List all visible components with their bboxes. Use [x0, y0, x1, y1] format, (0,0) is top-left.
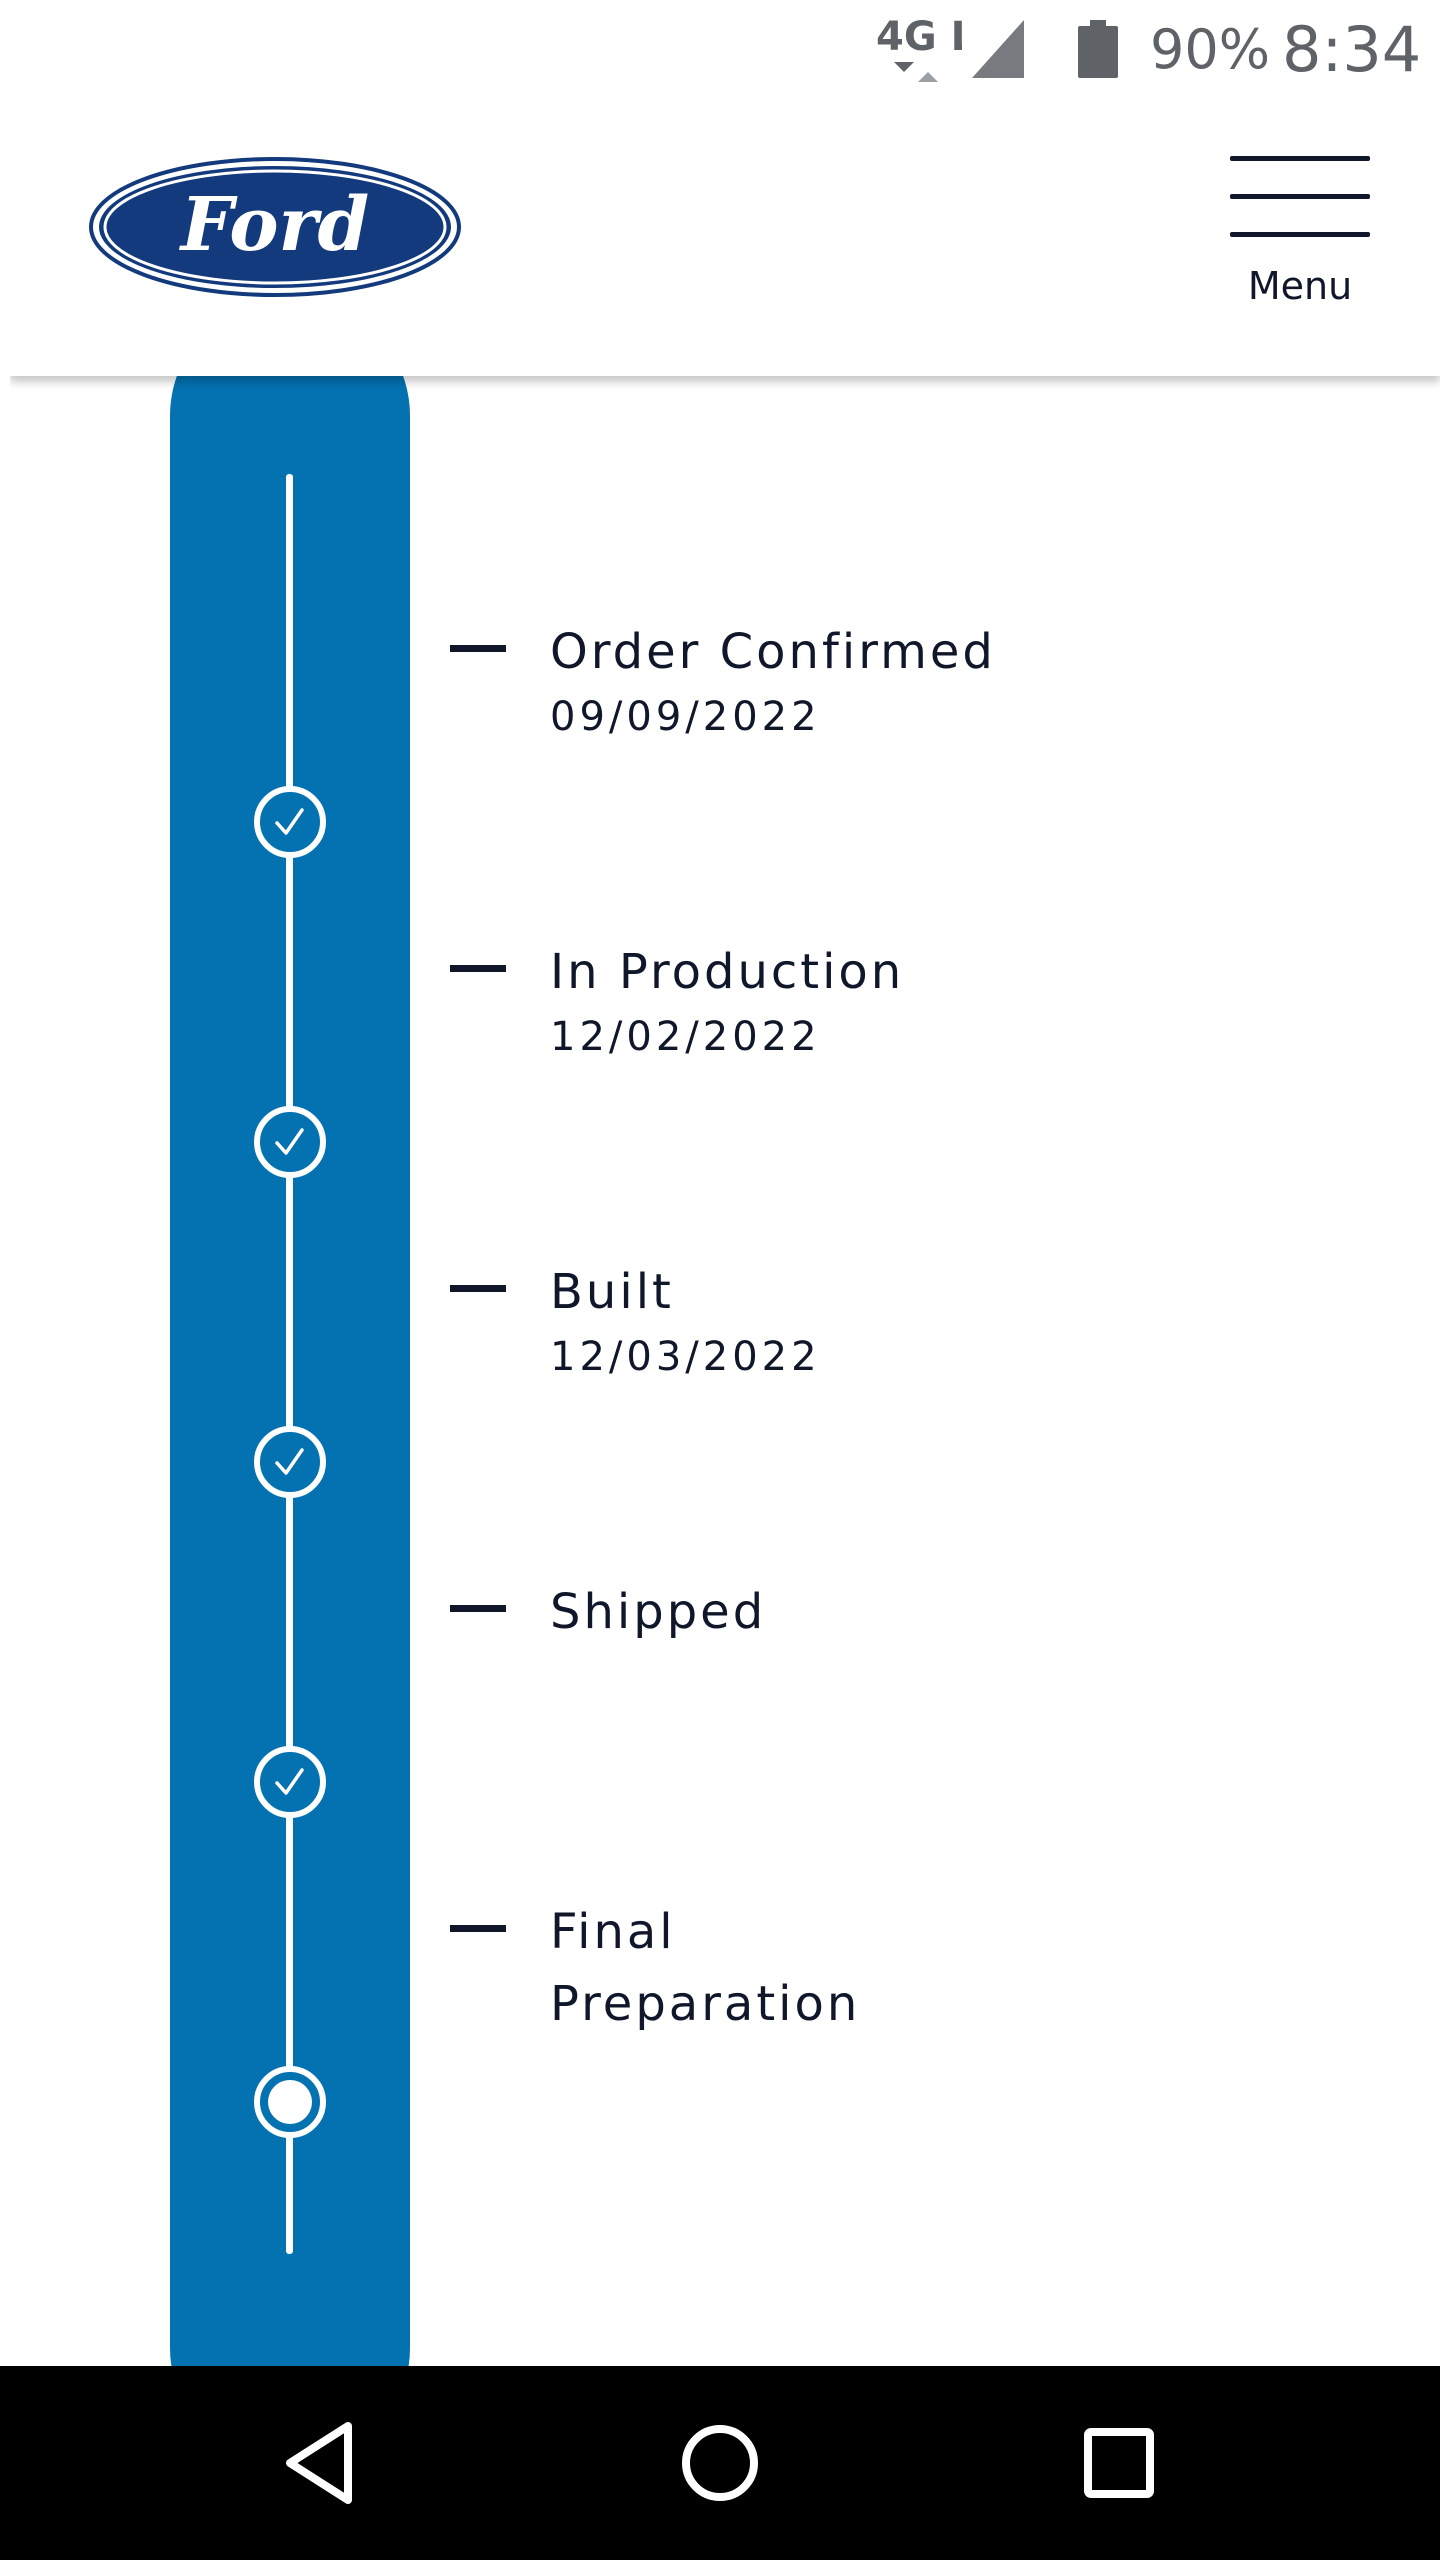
network-4g-lte-icon: 4G LTE [876, 14, 962, 82]
status-bar: 4G LTE 90% 8:34 [0, 0, 1440, 96]
svg-text:Ford: Ford [179, 182, 370, 268]
step-complete-check-icon [254, 1426, 326, 1498]
battery-percentage: 90% [1150, 18, 1271, 81]
back-icon[interactable] [266, 2408, 376, 2518]
step-dash [450, 1925, 506, 1932]
clock: 8:34 [1282, 13, 1422, 86]
step-title: Shipped [550, 1584, 767, 1640]
recents-icon[interactable] [1064, 2408, 1174, 2518]
step-date: 12/03/2022 [550, 1334, 821, 1380]
svg-text:4G LTE: 4G LTE [876, 14, 962, 60]
step-current-indicator-icon [254, 2066, 326, 2138]
step-dash [450, 965, 506, 972]
step-title: In Production [550, 944, 905, 1000]
step-dash [450, 1605, 506, 1612]
system-navigation-bar [0, 2366, 1440, 2560]
site-header: Ford Menu [10, 96, 1440, 376]
menu-button[interactable]: Menu [1210, 156, 1390, 316]
step-complete-check-icon [254, 1106, 326, 1178]
ford-logo[interactable]: Ford [88, 156, 462, 298]
home-icon[interactable] [665, 2408, 775, 2518]
timeline-line [286, 474, 293, 2254]
step-date: 09/09/2022 [550, 694, 821, 740]
order-tracker-page: Ford Menu [10, 96, 1440, 2366]
step-title: Final Preparation [550, 1904, 861, 2032]
step-title: Built [550, 1264, 674, 1320]
step-date: 12/02/2022 [550, 1014, 821, 1060]
step-complete-check-icon [254, 786, 326, 858]
progress-timeline [170, 296, 410, 2366]
menu-label: Menu [1247, 264, 1353, 308]
step-dash [450, 1285, 506, 1292]
step-complete-check-icon [254, 1746, 326, 1818]
battery-icon [1078, 20, 1118, 78]
signal-strength-icon [972, 20, 1024, 78]
step-title: Order Confirmed [550, 624, 996, 680]
hamburger-icon [1230, 156, 1370, 238]
step-dash [450, 645, 506, 652]
